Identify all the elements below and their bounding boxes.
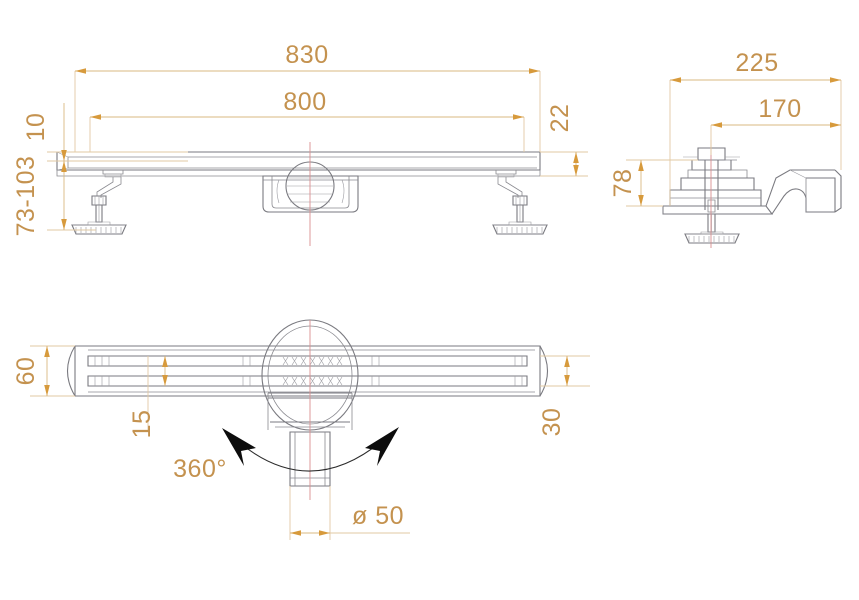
dimension-10: 10	[22, 103, 67, 161]
dimension-label-15: 15	[128, 410, 156, 439]
dimension-225: 225	[670, 49, 841, 83]
channel-outline-plan	[66, 345, 549, 397]
dimension-label-73-103: 73-103	[12, 156, 40, 237]
dimension-78: 78	[609, 160, 644, 206]
outlet-pipe-side	[765, 169, 842, 215]
adjustable-foot-left-front	[71, 170, 127, 235]
dimension-label-225: 225	[735, 49, 778, 77]
dimension-30: 30	[538, 356, 570, 437]
dimension-label-60: 60	[12, 357, 40, 386]
channel-body-front	[56, 151, 541, 177]
dimension-label-10: 10	[22, 113, 50, 142]
dimension-label-22: 22	[546, 104, 574, 133]
adjustable-foot-side	[684, 213, 740, 244]
dimension-170: 170	[711, 95, 841, 128]
dimension-label-78: 78	[609, 169, 637, 198]
adjustable-foot-right-front	[492, 170, 548, 235]
dimension-label-830: 830	[285, 41, 328, 69]
dimension-73-103: 73-103	[12, 156, 67, 237]
dimension-label-360: 360°	[173, 455, 227, 483]
right-side-view: 225 170 78	[609, 49, 842, 248]
rotation-indicator-360: 360°	[173, 427, 399, 483]
bottom-plan-view: 360° 60 15 30 ø 50	[12, 319, 590, 540]
rotation-arrow-left	[222, 428, 256, 466]
dimension-diameter-50: ø 50	[290, 502, 404, 536]
dimension-label-800: 800	[283, 88, 326, 116]
dimension-label-170: 170	[758, 95, 801, 123]
dimension-label-30: 30	[538, 408, 566, 437]
dimension-15: 15	[128, 356, 168, 439]
dimension-label-diameter-50: ø 50	[352, 502, 404, 530]
grate-slots-plan	[87, 355, 528, 387]
dimension-830: 830	[75, 41, 540, 74]
dimension-800: 800	[90, 88, 524, 120]
dimension-22: 22	[546, 104, 579, 176]
rotation-arrow-right	[365, 427, 399, 466]
dimension-60: 60	[12, 346, 50, 396]
front-elevation-view: 830 800 10 73-103 22	[12, 41, 588, 246]
drain-body-side	[662, 147, 774, 215]
